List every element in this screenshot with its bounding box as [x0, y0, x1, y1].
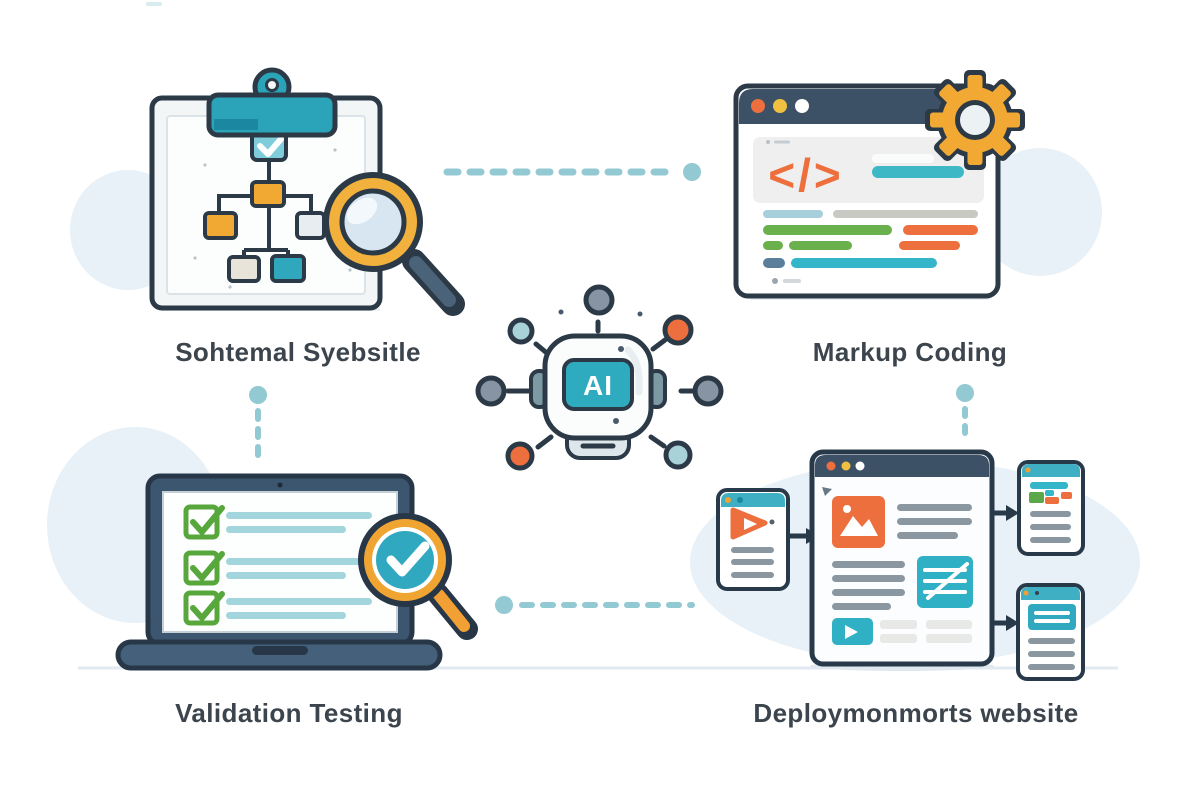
- node-lower-left: [505, 441, 535, 471]
- window-dot-yellow: [773, 99, 787, 113]
- image-tile: [832, 496, 885, 548]
- deployment-flow: [716, 449, 1085, 681]
- node-left: [475, 375, 507, 407]
- clipboard-clip: [206, 67, 338, 138]
- edit-lines-icon: [923, 562, 969, 600]
- code-icon: </>: [768, 149, 844, 201]
- checkmark-icon: [386, 541, 430, 577]
- node-spokes: [505, 319, 698, 450]
- clipboard-icon: [149, 67, 383, 311]
- node-upper-left: [507, 317, 535, 345]
- flowchart-icon: [203, 128, 326, 283]
- magnifier-icon: [323, 172, 465, 316]
- robot-screen: [562, 358, 634, 411]
- ai-robot-icon: AI: [475, 284, 724, 471]
- main-browser-icon: [809, 449, 995, 667]
- node-top: [583, 284, 615, 316]
- node-upper-right: [662, 314, 694, 346]
- magnifier-check-icon: [358, 513, 478, 640]
- connector-bottom: [495, 596, 695, 614]
- play-icon: [845, 625, 858, 639]
- photo-icon: [840, 516, 878, 536]
- output-card-bottom-icon: [1016, 583, 1085, 681]
- corner-fold: [822, 487, 832, 496]
- window-dot-white: [795, 99, 809, 113]
- node-lower-right: [663, 440, 693, 470]
- laptop-notch: [252, 646, 308, 655]
- arrow-icon-2: [994, 505, 1019, 521]
- connector-right: [956, 384, 974, 446]
- browser-titlebar: [815, 455, 989, 477]
- code-panel: [753, 137, 984, 203]
- browser-window-icon: </>: [733, 83, 1001, 299]
- decorative-mark: [146, 2, 162, 6]
- window-dot-red: [751, 99, 765, 113]
- mobile-card-icon: [716, 488, 790, 591]
- checkmark-icon: [257, 136, 284, 157]
- code-lines: [763, 210, 978, 268]
- connector-left: [249, 386, 267, 464]
- output-card-top-icon: [1017, 460, 1085, 556]
- step-label-website-analysis: Sohtemal Syebsitle: [175, 337, 421, 367]
- node-right: [692, 375, 724, 407]
- step-label-deployment: Deploymonmorts website: [753, 698, 1079, 728]
- camera-dot: [277, 482, 283, 488]
- gear-icon: [925, 70, 1025, 170]
- ai-label: AI: [583, 370, 613, 401]
- step-label-validation-testing: Validation Testing: [175, 698, 403, 728]
- connector-top: [443, 163, 701, 181]
- checklist-icon: [183, 504, 372, 626]
- freckle-dots: [558, 309, 643, 424]
- network-nodes: [475, 284, 724, 471]
- laptop-icon: [115, 473, 443, 671]
- step-label-markup-coding: Markup Coding: [812, 337, 1008, 367]
- arrow-icon-3: [994, 615, 1019, 631]
